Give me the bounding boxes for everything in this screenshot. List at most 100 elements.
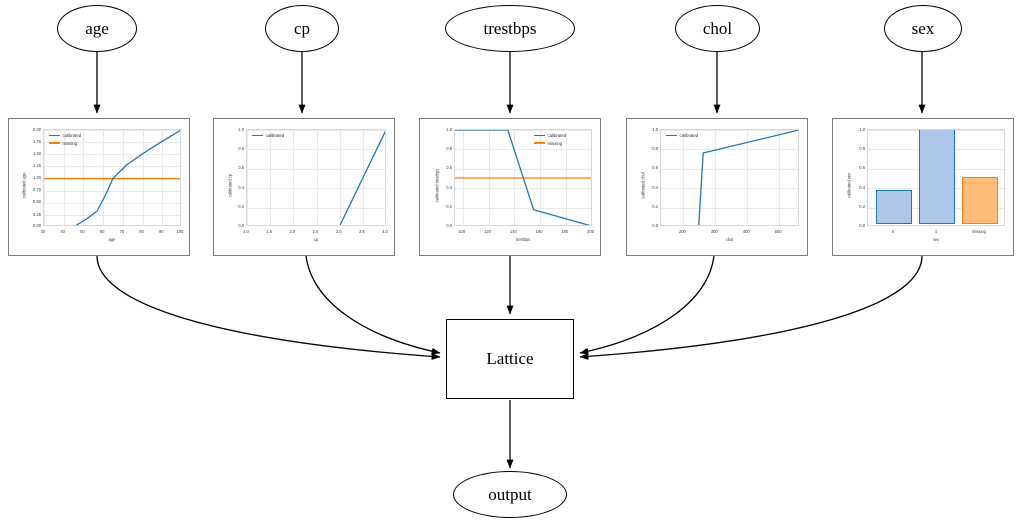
- plot-cp-xtick-3: 2.5: [312, 229, 319, 234]
- plot-chol-ytick-0: 0.0: [652, 222, 658, 228]
- plot-trestbps-xlabel: trestbps: [515, 237, 531, 242]
- node-age-label: age: [85, 18, 109, 38]
- node-output-label: output: [488, 484, 532, 504]
- node-trestbps[interactable]: trestbps: [445, 5, 575, 52]
- plot-inner-chol: calibrated chol calibrated: [631, 123, 803, 251]
- plot-sex-ytick-1: 0.2: [859, 204, 865, 210]
- plot-cp-series: [339, 130, 385, 225]
- node-age[interactable]: age: [57, 5, 137, 52]
- edge-sex-plot-to-lattice: [579, 255, 923, 360]
- plot-sex-axes: [867, 129, 1005, 226]
- plot-chol-xtick-3: 500: [774, 229, 782, 234]
- plot-age-xtick-2: 50: [80, 229, 85, 234]
- plot-chol-ytick-5: 1.0: [652, 126, 658, 132]
- legend-label-missing: missing: [62, 140, 78, 146]
- plot-sex-xlabel: sex: [932, 237, 940, 242]
- legend-label-calibrated: calibrated: [62, 133, 82, 138]
- plot-trestbps-series: [455, 130, 591, 225]
- plot-sex-ytick-2: 0.4: [859, 184, 865, 190]
- node-chol[interactable]: chol: [675, 5, 760, 52]
- legend-item-calibrated: calibrated: [666, 133, 698, 138]
- plot-age-axes: [43, 129, 181, 226]
- legend-label-calibrated: calibrated: [679, 133, 699, 138]
- plot-cp-axes: [246, 129, 386, 226]
- legend-item-calibrated: calibrated: [252, 133, 284, 138]
- plot-chol-axes: [660, 129, 799, 226]
- plot-sex-xtick-2: missing: [972, 229, 986, 234]
- plot-trestbps-legend: calibrated missing: [534, 133, 566, 148]
- legend-swatch-missing: [49, 142, 60, 144]
- plot-trestbps-ytick-0: 0.0: [446, 222, 452, 228]
- plot-trestbps-ytick-1: 0.2: [446, 204, 452, 210]
- plot-panel-trestbps: calibrated trestbps: [419, 118, 601, 256]
- plot-panel-sex: calibrated sex 1.0 0.8 0.6 0.4 0.2 0.0 0…: [832, 118, 1014, 256]
- legend-label-calibrated: calibrated: [265, 133, 285, 138]
- plot-chol-xlabel: chol: [725, 237, 734, 242]
- legend-item-missing: missing: [534, 141, 566, 146]
- plot-trestbps-ytick-3: 0.6: [446, 165, 452, 171]
- plot-age-ytick-2: 0.50: [33, 199, 41, 205]
- plot-age-xtick-7: 100: [176, 229, 184, 234]
- node-sex[interactable]: sex: [884, 5, 962, 52]
- legend-swatch-calibrated: [49, 134, 60, 137]
- plot-cp-xtick-4: 3.0: [335, 229, 342, 234]
- node-cp-label: cp: [293, 18, 311, 38]
- plot-age-ytick-5: 1.25: [33, 163, 41, 168]
- plot-inner-sex: calibrated sex 1.0 0.8 0.6 0.4 0.2 0.0 0…: [837, 123, 1009, 251]
- legend-item-calibrated: calibrated: [49, 133, 81, 138]
- plot-inner-trestbps: calibrated trestbps: [424, 123, 596, 251]
- node-output[interactable]: output: [453, 471, 567, 518]
- legend-swatch-calibrated: [252, 134, 263, 137]
- plot-chol-ytick-3: 0.6: [652, 165, 658, 171]
- legend-label-calibrated: calibrated: [547, 133, 567, 138]
- plot-cp-xtick-1: 1.5: [266, 229, 273, 234]
- plot-sex-ytick-4: 0.8: [859, 146, 865, 151]
- plot-chol-xtick-2: 400: [742, 229, 750, 234]
- plot-chol-ytick-1: 0.2: [652, 204, 658, 210]
- plot-age-xlabel: age: [108, 237, 116, 242]
- plot-trestbps-xtick-4: 180: [561, 229, 569, 234]
- plot-chol-ytick-2: 0.4: [652, 184, 658, 190]
- plot-trestbps-axes: [454, 129, 592, 226]
- plot-cp-xtick-5: 3.5: [358, 229, 365, 234]
- plot-cp-ytick-5: 1.0: [238, 126, 244, 132]
- plot-sex-ytick-5: 1.0: [859, 126, 865, 132]
- node-lattice-label: Lattice: [486, 349, 534, 368]
- edge-chol-plot-to-lattice: [579, 255, 715, 355]
- plot-sex-ytick-0: 0.0: [859, 222, 865, 228]
- plot-cp-xtick-0: 1.0: [243, 229, 249, 234]
- plot-age-xtick-1: 40: [60, 229, 65, 234]
- plot-inner-cp: calibrated cp: [218, 123, 390, 251]
- node-lattice[interactable]: Lattice: [446, 319, 574, 399]
- bar-sex-0: [876, 189, 912, 224]
- plot-chol-series: [698, 130, 798, 225]
- plot-age-ytick-0: 0.00: [33, 222, 41, 228]
- plot-cp-legend: calibrated: [252, 133, 284, 141]
- plot-age-xtick-4: 70: [119, 229, 125, 234]
- plot-sex-xtick-1: 1: [934, 229, 938, 234]
- legend-swatch-calibrated: [666, 134, 677, 137]
- plot-age-series: [44, 130, 180, 225]
- plot-age-xtick-5: 80: [139, 229, 144, 234]
- plot-chol-legend: calibrated: [666, 133, 698, 141]
- legend-swatch-calibrated: [534, 134, 545, 137]
- plot-cp-xtick-6: 4.0: [382, 229, 388, 234]
- plot-trestbps-ytick-4: 0.8: [446, 146, 452, 151]
- plot-age-ytick-4: 1.00: [33, 175, 41, 181]
- plot-sex-ytick-3: 0.6: [859, 165, 865, 171]
- plot-age-legend: calibrated missing: [49, 133, 81, 148]
- plot-inner-age: calibrated age: [13, 123, 185, 251]
- node-chol-label: chol: [702, 18, 733, 38]
- plot-chol-xtick-0: 200: [678, 229, 686, 234]
- plot-age-ytick-3: 0.75: [33, 187, 41, 193]
- plot-trestbps-xtick-3: 160: [535, 229, 543, 234]
- plot-cp-ytick-2: 0.4: [238, 184, 244, 190]
- node-sex-label: sex: [911, 18, 935, 38]
- bar-sex-1: [919, 130, 955, 224]
- plot-age-xtick-0: 30: [40, 229, 46, 234]
- plot-age-ytick-6: 1.50: [33, 150, 41, 156]
- plot-sex-xtick-0: 0: [891, 229, 895, 234]
- node-cp[interactable]: cp: [265, 5, 339, 52]
